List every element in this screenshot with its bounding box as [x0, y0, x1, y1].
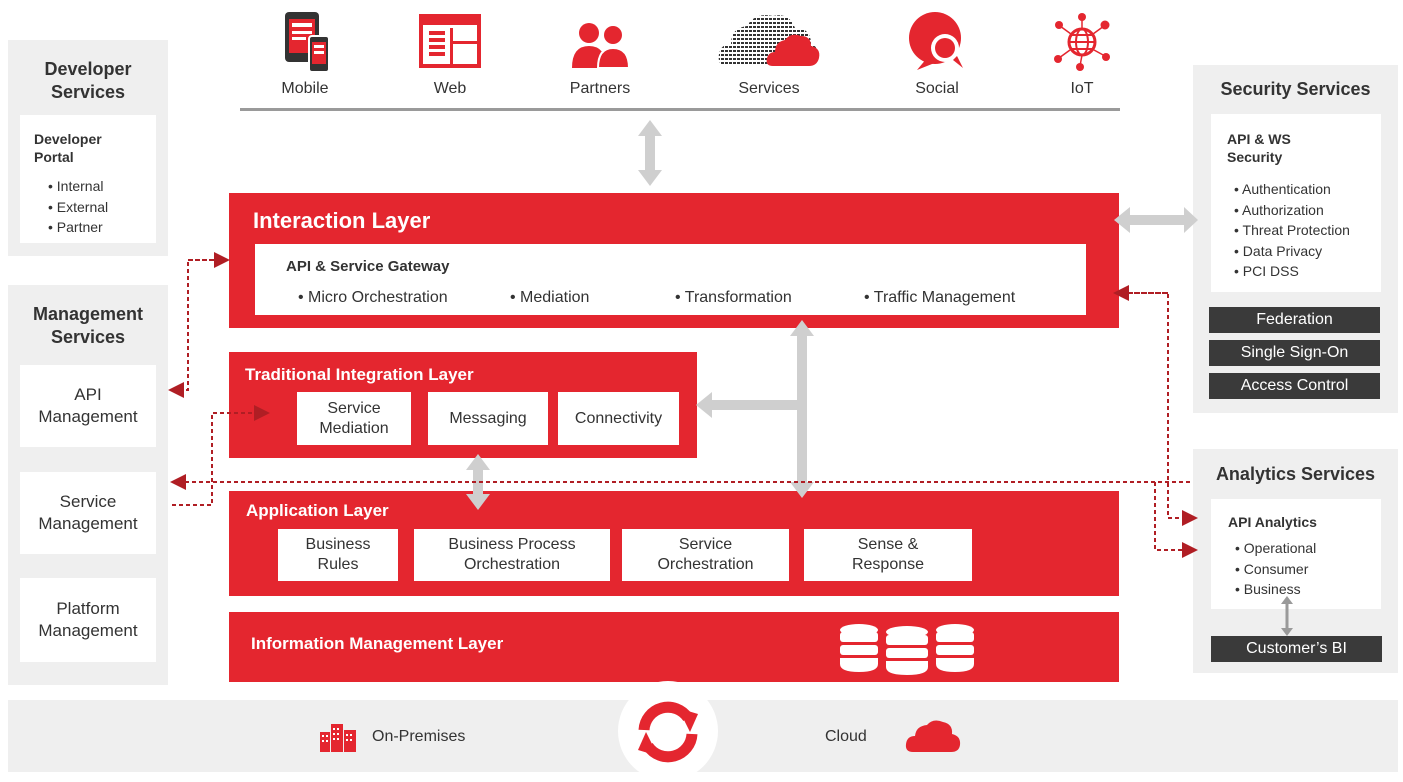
information-layer: Information Management Layer: [229, 612, 1119, 682]
layer-title: Application Layer: [246, 501, 389, 520]
gateway-feature: • Mediation: [510, 289, 590, 306]
sense-response-box: Sense & Response: [804, 529, 972, 581]
feature-label: Micro Orchestration: [308, 289, 448, 306]
on-premises-label: On-Premises: [372, 728, 466, 745]
single-sign-on-bar: Single Sign-On: [1209, 340, 1380, 366]
box-label: Service Orchestration: [657, 536, 754, 573]
access-control-bar: Access Control: [1209, 373, 1380, 399]
api-analytics-card: API Analytics Operational Consumer Busin…: [1211, 499, 1381, 609]
list-item: Authentication: [1234, 179, 1350, 200]
channel-services: Services: [709, 8, 829, 103]
channel-label: IoT: [1070, 80, 1094, 97]
box-label: Platform Management: [38, 599, 138, 640]
card-title: API & WS Security: [1227, 131, 1291, 165]
database-icon: [840, 624, 974, 675]
sync-icon: [638, 701, 698, 763]
channel-label: Social: [915, 80, 959, 97]
management-services-panel: Management Services API Management Servi…: [8, 285, 168, 685]
card-title: API Analytics: [1228, 514, 1317, 530]
feature-label: Transformation: [684, 289, 792, 306]
iot-globe-icon: [1054, 13, 1110, 71]
cloud-label: Cloud: [825, 728, 867, 745]
list-item: Consumer: [1235, 559, 1316, 580]
box-label: Service Mediation: [319, 399, 389, 437]
box-label: Messaging: [449, 409, 527, 427]
layer-title: Interaction Layer: [253, 208, 431, 233]
box-label: Sense & Response: [851, 536, 925, 573]
box-label: Service Management: [38, 492, 138, 533]
service-orchestration-box: Service Orchestration: [622, 529, 789, 581]
channel-mobile: Mobile: [245, 8, 365, 103]
federation-bar: Federation: [1209, 307, 1380, 333]
partners-icon: [572, 23, 631, 69]
feature-label: Mediation: [520, 289, 590, 306]
interaction-layer: Interaction Layer API & Service Gateway …: [229, 193, 1119, 328]
service-mediation-box: Service Mediation: [297, 392, 411, 445]
box-label: Business Process Orchestration: [448, 536, 576, 573]
application-layer: Application Layer Business Rules Busines…: [229, 491, 1119, 596]
messaging-box: Messaging: [428, 392, 548, 445]
layer-title: Information Management Layer: [251, 634, 504, 653]
api-ws-security-card: API & WS Security Authentication Authori…: [1211, 114, 1381, 292]
bi-connector-arrow: [1281, 596, 1293, 636]
channel-web: Web: [390, 8, 510, 103]
developer-services-panel: Developer Services Developer Portal Inte…: [8, 40, 168, 256]
panel-title: Developer Services: [44, 59, 132, 102]
mobile-tablet-icon: [285, 12, 330, 73]
platform-management-box: Platform Management: [20, 578, 156, 662]
list-item: Threat Protection: [1234, 220, 1350, 241]
gateway-title: API & Service Gateway: [286, 258, 450, 275]
social-chat-icon: [909, 12, 963, 70]
layer-title: Traditional Integration Layer: [245, 365, 474, 384]
service-management-box: Service Management: [20, 472, 156, 554]
channels-divider: [240, 108, 1120, 111]
channel-label: Services: [738, 80, 800, 97]
cloud-services-icon: [718, 15, 820, 66]
sync-circle: [618, 681, 718, 781]
integration-layer: Traditional Integration Layer Service Me…: [229, 352, 697, 458]
list-item: Authorization: [1234, 200, 1350, 221]
gateway-feature: • Traffic Management: [864, 289, 1016, 306]
feature-label: Traffic Management: [873, 289, 1016, 306]
analytics-services-panel: Analytics Services API Analytics Operati…: [1193, 449, 1398, 673]
gateway-feature: • Transformation: [675, 289, 792, 306]
security-services-panel: Security Services API & WS Security Auth…: [1193, 65, 1398, 413]
list-item: Internal: [48, 176, 108, 197]
card-title: Developer Portal: [34, 131, 102, 165]
developer-portal-list: Internal External Partner: [48, 176, 108, 238]
list-item: Operational: [1235, 538, 1316, 559]
business-process-box: Business Process Orchestration: [414, 529, 610, 581]
channel-label: Partners: [569, 80, 631, 97]
api-gateway-box: API & Service Gateway • Micro Orchestrat…: [255, 244, 1086, 315]
channel-label: Web: [433, 80, 467, 97]
buildings-icon: [320, 724, 356, 752]
list-item: PCI DSS: [1234, 261, 1350, 282]
box-label: API Management: [38, 385, 138, 426]
panel-title: Analytics Services: [1215, 464, 1376, 484]
channels-row: Mobile Web Partners: [240, 0, 1120, 115]
box-label: Business Rules: [305, 536, 371, 573]
customers-bi-bar: Customer’s BI: [1211, 636, 1382, 662]
channel-partners: Partners: [540, 8, 660, 103]
business-rules-box: Business Rules: [278, 529, 398, 581]
box-label: Connectivity: [574, 409, 663, 427]
channel-social: Social: [877, 8, 997, 103]
list-item: Partner: [48, 217, 108, 238]
developer-portal-card: Developer Portal Internal External Partn…: [20, 115, 156, 243]
connectivity-box: Connectivity: [558, 392, 679, 445]
api-management-box: API Management: [20, 365, 156, 447]
security-list: Authentication Authorization Threat Prot…: [1234, 179, 1350, 282]
gateway-feature: • Micro Orchestration: [298, 289, 448, 306]
list-item: External: [48, 197, 108, 218]
cloud-icon: [905, 720, 961, 752]
analytics-list: Operational Consumer Business: [1235, 538, 1316, 600]
channel-iot: IoT: [1022, 8, 1142, 103]
panel-title: Security Services: [1220, 79, 1371, 99]
channel-label: Mobile: [281, 80, 329, 97]
list-item: Business: [1235, 579, 1316, 600]
panel-title: Management Services: [32, 304, 144, 347]
web-page-icon: [419, 14, 481, 68]
list-item: Data Privacy: [1234, 241, 1350, 262]
